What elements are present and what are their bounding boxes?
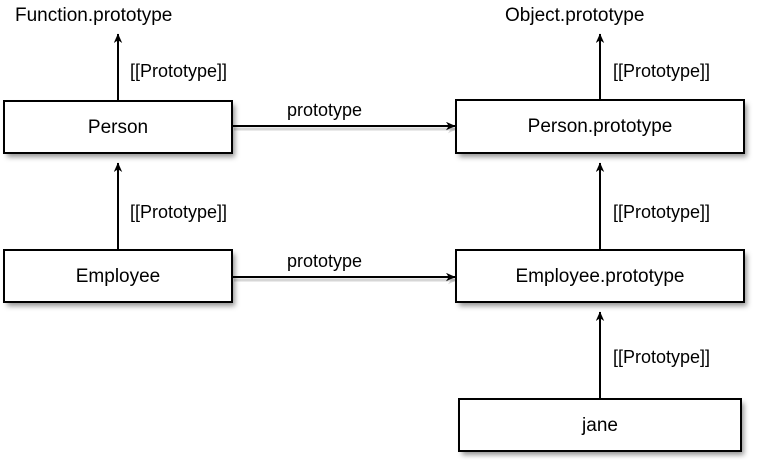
node-employee-prototype[interactable]: Employee.prototype: [455, 249, 745, 303]
node-jane-label: jane: [582, 414, 618, 436]
caption-object-prototype: Object.prototype: [505, 5, 645, 26]
edge-label-jane-to-employee-prototype: [[Prototype]]: [613, 347, 711, 367]
edge-label-employee-prototype-to-person-prototype: [[Prototype]]: [613, 202, 711, 222]
caption-function-prototype: Function.prototype: [15, 5, 173, 26]
node-employee-prototype-label: Employee.prototype: [515, 265, 685, 287]
edge-label-person-prototype-to-object-prototype: [[Prototype]]: [613, 61, 711, 81]
edge-label-employee-to-employee-prototype: prototype: [287, 251, 363, 271]
edge-person-to-person-prototype: [232, 121, 458, 134]
node-person-label: Person: [87, 116, 149, 138]
node-person-prototype[interactable]: Person.prototype: [455, 99, 745, 154]
edge-label-employee-to-person: [[Prototype]]: [130, 202, 228, 222]
edge-label-person-to-function-prototype: [[Prototype]]: [130, 61, 228, 81]
node-employee-label: Employee: [75, 265, 161, 287]
node-jane[interactable]: jane: [458, 398, 742, 452]
node-person-prototype-label: Person.prototype: [527, 116, 673, 137]
edge-employee-to-employee-prototype: [232, 272, 458, 285]
node-person[interactable]: Person: [3, 100, 233, 154]
node-employee[interactable]: Employee: [3, 249, 233, 303]
edge-label-person-to-person-prototype: prototype: [287, 100, 363, 120]
